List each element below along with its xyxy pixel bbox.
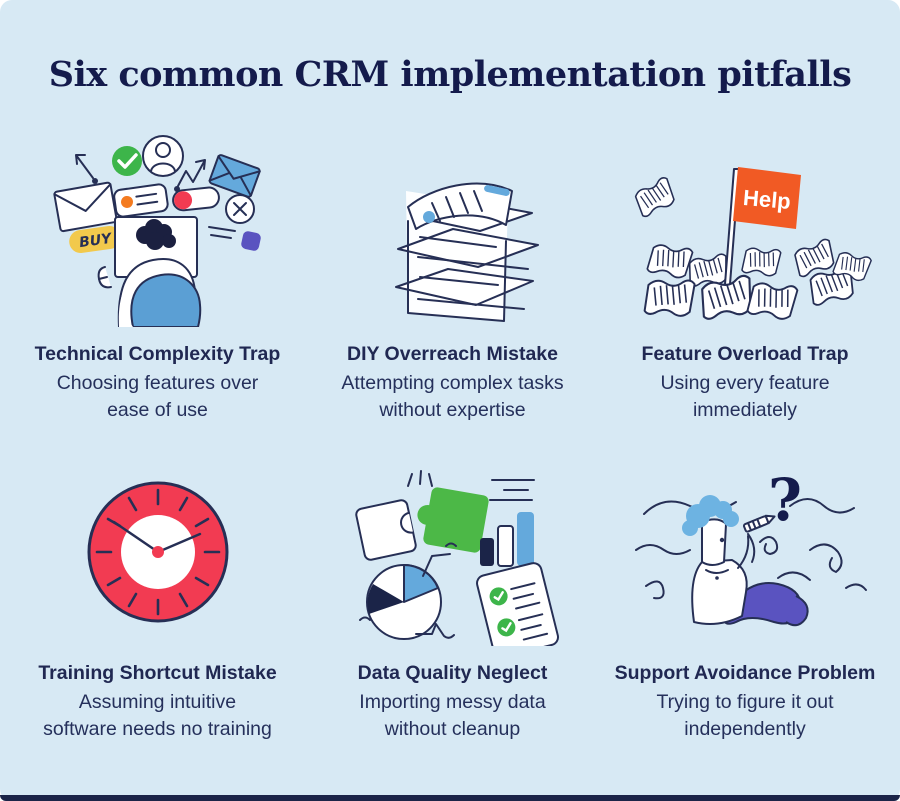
zigzag-arrow-icon bbox=[173, 159, 206, 192]
text-lines bbox=[488, 479, 535, 501]
paper-icon bbox=[790, 237, 838, 279]
paper-icon bbox=[645, 240, 694, 281]
red-clock-illustration bbox=[87, 481, 228, 623]
x-circle-icon bbox=[224, 194, 255, 224]
page-title: Six common CRM implementation pitfalls bbox=[48, 54, 852, 95]
torso bbox=[691, 559, 748, 625]
pitfall-description: Trying to figure it out independently bbox=[656, 691, 834, 740]
spark-lines bbox=[406, 470, 433, 487]
pie-chart-icon bbox=[358, 542, 457, 640]
pitfall-support-avoidance: ? bbox=[590, 458, 900, 743]
notification-card-icon bbox=[112, 183, 169, 218]
checklist-icon bbox=[475, 562, 559, 646]
blue-envelope-icon bbox=[208, 154, 261, 198]
help-flag-illustration: Help bbox=[631, 167, 873, 322]
pitfall-description: Assuming intuitive software needs no tra… bbox=[43, 691, 272, 740]
hour-hand bbox=[156, 532, 201, 554]
help-flag: Help bbox=[733, 167, 801, 229]
pitfall-description: Importing messy data without cleanup bbox=[359, 691, 546, 740]
purple-square-icon bbox=[207, 226, 261, 251]
paper-icon bbox=[740, 244, 782, 278]
person-back bbox=[117, 258, 201, 327]
paper-icon bbox=[643, 276, 696, 318]
footer-accent-bar bbox=[0, 795, 900, 801]
pitfall-technical-complexity: BUY bbox=[0, 129, 315, 424]
arrow-icon bbox=[74, 154, 98, 184]
squiggle-lines bbox=[635, 498, 867, 600]
pitfall-description: Attempting complex tasks without experti… bbox=[341, 372, 564, 421]
pitfall-feature-overload: Help Feature Overload Trap Using every f… bbox=[590, 129, 900, 424]
top-sheet bbox=[406, 182, 513, 230]
minute-hand bbox=[112, 520, 159, 554]
pitfall-title: Support Avoidance Problem bbox=[614, 662, 876, 684]
paper-icon bbox=[686, 252, 730, 288]
pitfall-diy-overreach: DIY Overreach Mistake Attempting complex… bbox=[315, 129, 590, 424]
pitfall-title: Training Shortcut Mistake bbox=[38, 662, 277, 684]
question-mark-icon: ? bbox=[768, 466, 802, 534]
puzzle-icon bbox=[354, 487, 489, 561]
pitfall-title: Data Quality Neglect bbox=[357, 662, 548, 684]
pitfall-title: DIY Overreach Mistake bbox=[346, 343, 558, 365]
buy-tag-icon: BUY bbox=[68, 225, 121, 254]
confused-person bbox=[682, 495, 809, 627]
paper-icon bbox=[746, 278, 799, 322]
pitfall-data-quality: Data Quality Neglect Importing messy dat… bbox=[315, 458, 590, 743]
pitfall-description: Choosing features over ease of use bbox=[56, 372, 259, 421]
bar-chart-icon bbox=[479, 512, 534, 567]
svg-text:Help: Help bbox=[742, 185, 792, 214]
hair bbox=[682, 495, 739, 536]
pitfall-description: Using every feature immediately bbox=[660, 372, 830, 421]
toggle-icon bbox=[171, 186, 220, 212]
stack-of-papers-illustration bbox=[394, 182, 539, 322]
pitfall-training-shortcut: Training Shortcut Mistake Assuming intui… bbox=[0, 458, 315, 743]
pitfalls-grid: BUY bbox=[0, 129, 900, 743]
paper-icon bbox=[631, 175, 679, 219]
face bbox=[701, 518, 727, 566]
confused-person-illustration: ? bbox=[635, 466, 867, 627]
puzzle-and-charts-illustration bbox=[354, 470, 559, 646]
avatar-icon bbox=[141, 135, 184, 177]
clock-icon bbox=[87, 481, 228, 623]
svg-text:BUY: BUY bbox=[78, 231, 114, 252]
pitfall-title: Technical Complexity Trap bbox=[34, 343, 281, 365]
hair bbox=[135, 219, 176, 250]
person-at-computer-illustration: BUY bbox=[52, 135, 261, 327]
pitfall-title: Feature Overload Trap bbox=[641, 343, 849, 365]
pencil-icon bbox=[742, 514, 776, 533]
envelope-icon bbox=[52, 181, 118, 233]
check-circle-icon bbox=[111, 146, 142, 176]
